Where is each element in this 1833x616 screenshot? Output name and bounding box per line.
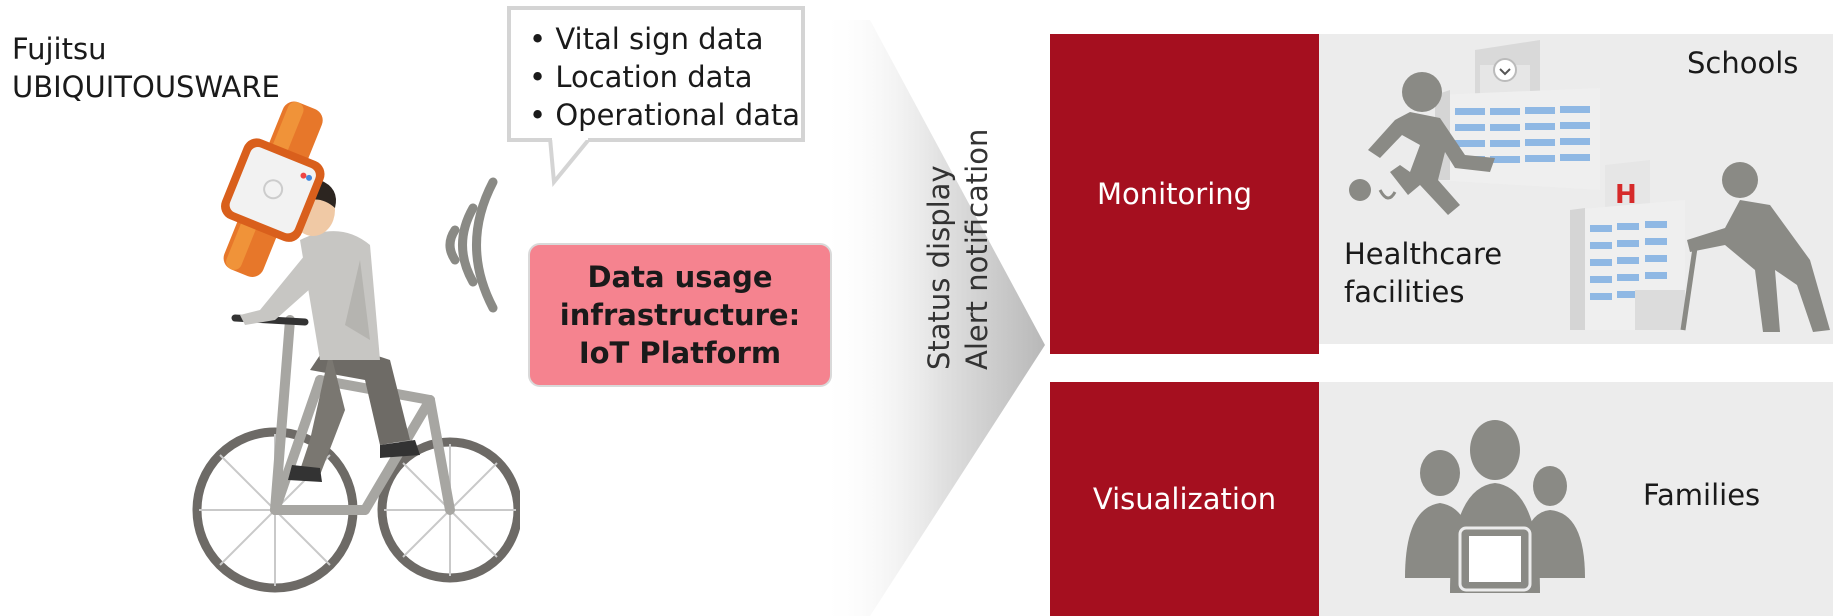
hospital-icon: H xyxy=(1570,160,1830,332)
elderly-person-icon xyxy=(1687,162,1830,332)
data-type-item: Operational data xyxy=(529,96,801,134)
data-type-item: Vital sign data xyxy=(529,20,801,58)
healthcare-label: Healthcare facilities xyxy=(1344,235,1502,311)
family-icon xyxy=(1405,420,1585,593)
product-name: Fujitsu UBIQUITOUSWARE xyxy=(12,30,280,106)
product-brand: Fujitsu xyxy=(12,32,107,66)
platform-line-2: infrastructure: xyxy=(559,298,801,332)
iot-platform-box: Data usage infrastructure: IoT Platform xyxy=(528,243,832,387)
visualization-box: Visualization xyxy=(1050,382,1319,616)
visualization-label: Visualization xyxy=(1092,482,1277,516)
alert-notification-label: Alert notification xyxy=(960,128,994,370)
running-child-icon xyxy=(1349,72,1495,215)
status-display-label: Status display xyxy=(922,165,956,370)
platform-line-1: Data usage xyxy=(587,260,773,294)
monitoring-label: Monitoring xyxy=(1096,177,1253,211)
output-functions-label: Status display Alert notification xyxy=(920,129,996,370)
smartwatch-icon xyxy=(221,101,325,277)
data-type-item: Location data xyxy=(529,58,801,96)
wireless-signal-icon xyxy=(445,177,498,313)
bike-front-wheel xyxy=(377,437,520,583)
schools-label: Schools xyxy=(1687,46,1799,80)
platform-line-3: IoT Platform xyxy=(578,336,782,370)
product-model: UBIQUITOUSWARE xyxy=(12,70,280,104)
clock-icon xyxy=(1493,58,1517,82)
monitoring-box: Monitoring xyxy=(1050,34,1319,354)
data-types-list: Vital sign data Location data Operationa… xyxy=(529,20,801,134)
bubble-tail xyxy=(547,138,593,188)
svg-text:H: H xyxy=(1615,180,1637,210)
healthcare-label-line2: facilities xyxy=(1344,275,1465,309)
healthcare-label-line1: Healthcare xyxy=(1344,237,1503,271)
cyclist-illustration xyxy=(192,179,520,593)
data-types-bubble: Vital sign data Location data Operationa… xyxy=(507,6,805,142)
school-icon xyxy=(1349,40,1600,215)
families-label: Families xyxy=(1643,478,1761,512)
